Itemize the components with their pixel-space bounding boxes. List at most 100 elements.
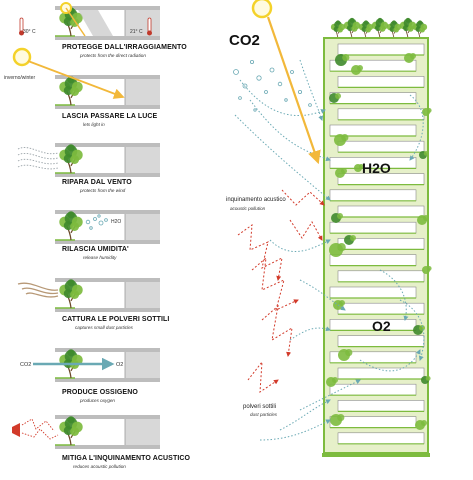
noise-arrow	[261, 304, 293, 357]
airflow-arrow	[399, 299, 425, 361]
panel-5-title: CATTURA LE POLVERI SOTTILI	[62, 316, 170, 323]
panel-1-title: PROTEGGE DALL'IRRAGGIAMENTO	[62, 44, 187, 51]
sun-icon	[251, 0, 273, 19]
floor-slab	[337, 270, 425, 283]
h2o-label: H2O	[362, 160, 391, 176]
airflow-arrow	[359, 349, 421, 372]
airflow-arrow	[299, 279, 346, 311]
roof-tree-icon	[386, 20, 402, 39]
floor-slab	[337, 400, 425, 412]
noise-sublabel: acoustic pollution	[230, 206, 266, 211]
sunray-arrow	[266, 16, 321, 165]
panel-interior	[125, 10, 160, 36]
floor-slab	[337, 108, 425, 121]
airflow-arrow	[234, 114, 331, 201]
floor-slab	[329, 221, 417, 234]
panel-1-temp-in: 21° C	[130, 29, 143, 35]
panel-2-season: inverno/winter	[4, 75, 36, 81]
co2-label: CO2	[229, 32, 260, 49]
panel-slab-bottom	[55, 308, 160, 312]
floor-slab	[337, 43, 425, 56]
megaphone-icon	[12, 423, 20, 437]
panel-5	[55, 278, 160, 312]
panel-slab-bottom	[55, 378, 160, 382]
panel-4-title: RILASCIA UMIDITA'	[62, 246, 129, 253]
tree-icon	[59, 76, 83, 106]
noise-arrow	[247, 360, 279, 393]
tree-icon	[59, 349, 83, 379]
panel-interior	[125, 147, 160, 173]
airflow-arrow	[299, 379, 361, 411]
tree-icon	[59, 211, 83, 241]
panel-4-gas: H2O	[111, 219, 122, 225]
floor-slab	[337, 205, 425, 218]
panel-6-gas-in: CO2	[20, 362, 32, 368]
humidity-icon	[85, 214, 108, 230]
panel-slab-top	[55, 415, 160, 419]
noise-arrow	[251, 256, 299, 311]
roof-trees-icon	[330, 17, 428, 39]
roof-tree-icon	[343, 17, 361, 39]
airflow-arrow	[249, 99, 331, 162]
airflow-arrow	[259, 419, 331, 441]
noise-arrows-icon	[237, 189, 325, 393]
panel-slab-bottom	[55, 240, 160, 244]
panel-slab-top	[55, 6, 160, 10]
panel-7-subtitle: reduces acoustic pollution	[73, 464, 126, 469]
floor-slab	[337, 76, 425, 88]
panel-1	[55, 6, 160, 40]
co2-bubbles-icon	[233, 60, 312, 112]
panel-slab-bottom	[55, 173, 160, 177]
thermometer-cool-icon	[147, 17, 152, 33]
dust-label: polveri sottili	[243, 404, 277, 410]
panel-1-subtitle: protects from the direct radiation	[80, 53, 146, 58]
noise-arrow	[281, 189, 325, 206]
panel-interior	[125, 79, 160, 105]
panel-3-title: RIPARA DAL VENTO	[62, 179, 132, 186]
dust-sublabel: dust particles	[250, 412, 278, 417]
panel-interior	[125, 214, 160, 240]
panel-6-gas-out: O2	[116, 362, 124, 368]
panel-interior	[125, 419, 160, 445]
floor-slab	[329, 124, 417, 137]
panels-column	[12, 2, 160, 449]
panel-slab-top	[55, 348, 160, 352]
tower-floors	[329, 43, 425, 445]
floor-slab	[337, 140, 425, 153]
panel-slab-top	[55, 278, 160, 282]
tree-icon	[59, 416, 83, 446]
panel-slab-top	[55, 75, 160, 79]
panel-3	[55, 143, 160, 177]
panel-2	[55, 75, 160, 109]
panel-1-temp-out: 30° C	[23, 29, 36, 35]
panel-4	[55, 210, 160, 244]
panel-slab-top	[55, 210, 160, 214]
wind-icon	[17, 147, 59, 170]
panel-7-title: MITIGA L'INQUINAMENTO ACUSTICO	[62, 455, 191, 462]
floor-slab	[337, 367, 425, 380]
floor-slab	[337, 302, 425, 315]
roof-tree-icon	[358, 20, 374, 39]
panel-3-subtitle: protects from the wind	[80, 188, 126, 193]
panel-interior	[125, 282, 160, 308]
floor-slab	[329, 92, 417, 104]
panel-interior	[125, 352, 160, 378]
facade-trees-icon	[326, 53, 432, 430]
airflow-arrow	[289, 326, 331, 341]
noise-label: inquinamento acustico	[226, 197, 286, 203]
noise-arrow	[237, 223, 283, 281]
airflow-arrow	[239, 79, 326, 116]
panel-slab-top	[55, 143, 160, 147]
tree-icon	[59, 144, 83, 174]
floor-slab	[337, 432, 425, 445]
airflow-arrow	[299, 59, 324, 121]
tower-base	[322, 453, 430, 457]
roof-tree-icon	[330, 20, 346, 39]
airflow-arrow	[269, 239, 331, 253]
tower-building	[322, 17, 432, 457]
airflow-arrow	[279, 399, 331, 431]
roof-tree-icon	[371, 17, 389, 39]
panel-slab-bottom	[55, 445, 160, 449]
roof-tree-icon	[412, 20, 428, 39]
